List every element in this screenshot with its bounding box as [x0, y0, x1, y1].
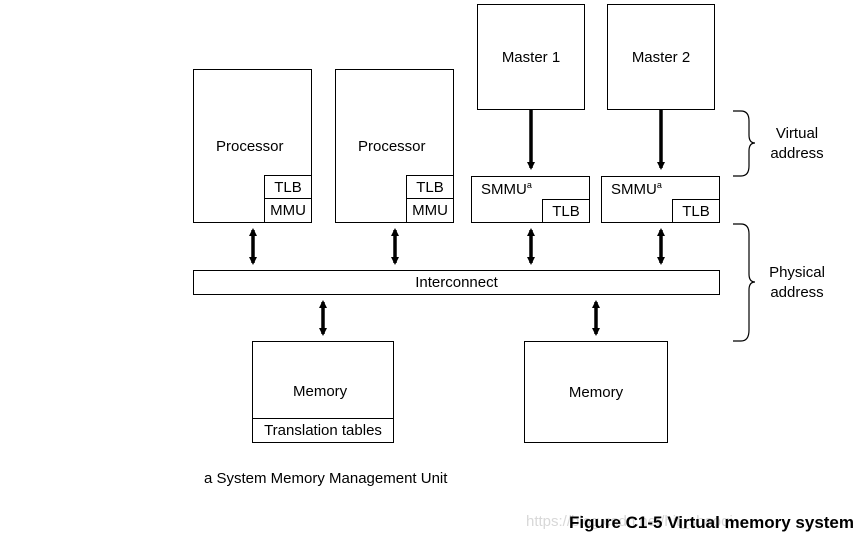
smmu-1-text: SMMU	[481, 181, 527, 198]
memory-2-box: Memory	[524, 341, 668, 443]
memory-1-label: Memory	[293, 383, 348, 400]
physical-address-label: Physical address	[762, 263, 832, 303]
watermark: https://blog.csdn.net/hit_shaoqi	[526, 513, 733, 530]
master-1-label: Master 1	[501, 48, 561, 66]
interconnect-bar: Interconnect	[193, 270, 720, 295]
processor-1-tlb: TLB	[264, 175, 312, 199]
smmu-2-tlb: TLB	[672, 199, 720, 223]
virtual-address-line-2: address	[770, 145, 824, 162]
virtual-address-line-1: Virtual	[775, 125, 819, 142]
footnote: a System Memory Management Unit	[204, 470, 448, 487]
virtual-address-brace	[733, 110, 756, 177]
translation-tables-box: Translation tables	[252, 418, 394, 443]
smmu-1-footnote-mark: a	[526, 180, 532, 190]
physical-address-line-1: Physical	[769, 264, 825, 281]
physical-address-brace	[733, 223, 756, 342]
smmu-2-text: SMMU	[611, 181, 657, 198]
smmu-2-label: SMMUa	[611, 180, 662, 198]
figure-caption: Figure C1-5 Virtual memory system	[568, 513, 854, 532]
processor-2-tlb: TLB	[406, 175, 454, 199]
master-2-box: Master 2	[607, 4, 715, 110]
processor-2-mmu: MMU	[406, 198, 454, 223]
smmu-1-label: SMMUa	[481, 180, 532, 198]
interconnect-label: Interconnect	[415, 274, 498, 291]
processor-2-label: Processor	[358, 138, 426, 155]
memory-2-label: Memory	[568, 383, 624, 401]
master-1-box: Master 1	[477, 4, 585, 110]
processor-1-label: Processor	[216, 138, 284, 155]
virtual-address-label: Virtual address	[762, 124, 832, 164]
master-2-label: Master 2	[631, 48, 691, 66]
smmu-2-footnote-mark: a	[656, 180, 662, 190]
processor-1-mmu: MMU	[264, 198, 312, 223]
smmu-1-tlb: TLB	[542, 199, 590, 223]
physical-address-line-2: address	[770, 284, 824, 301]
